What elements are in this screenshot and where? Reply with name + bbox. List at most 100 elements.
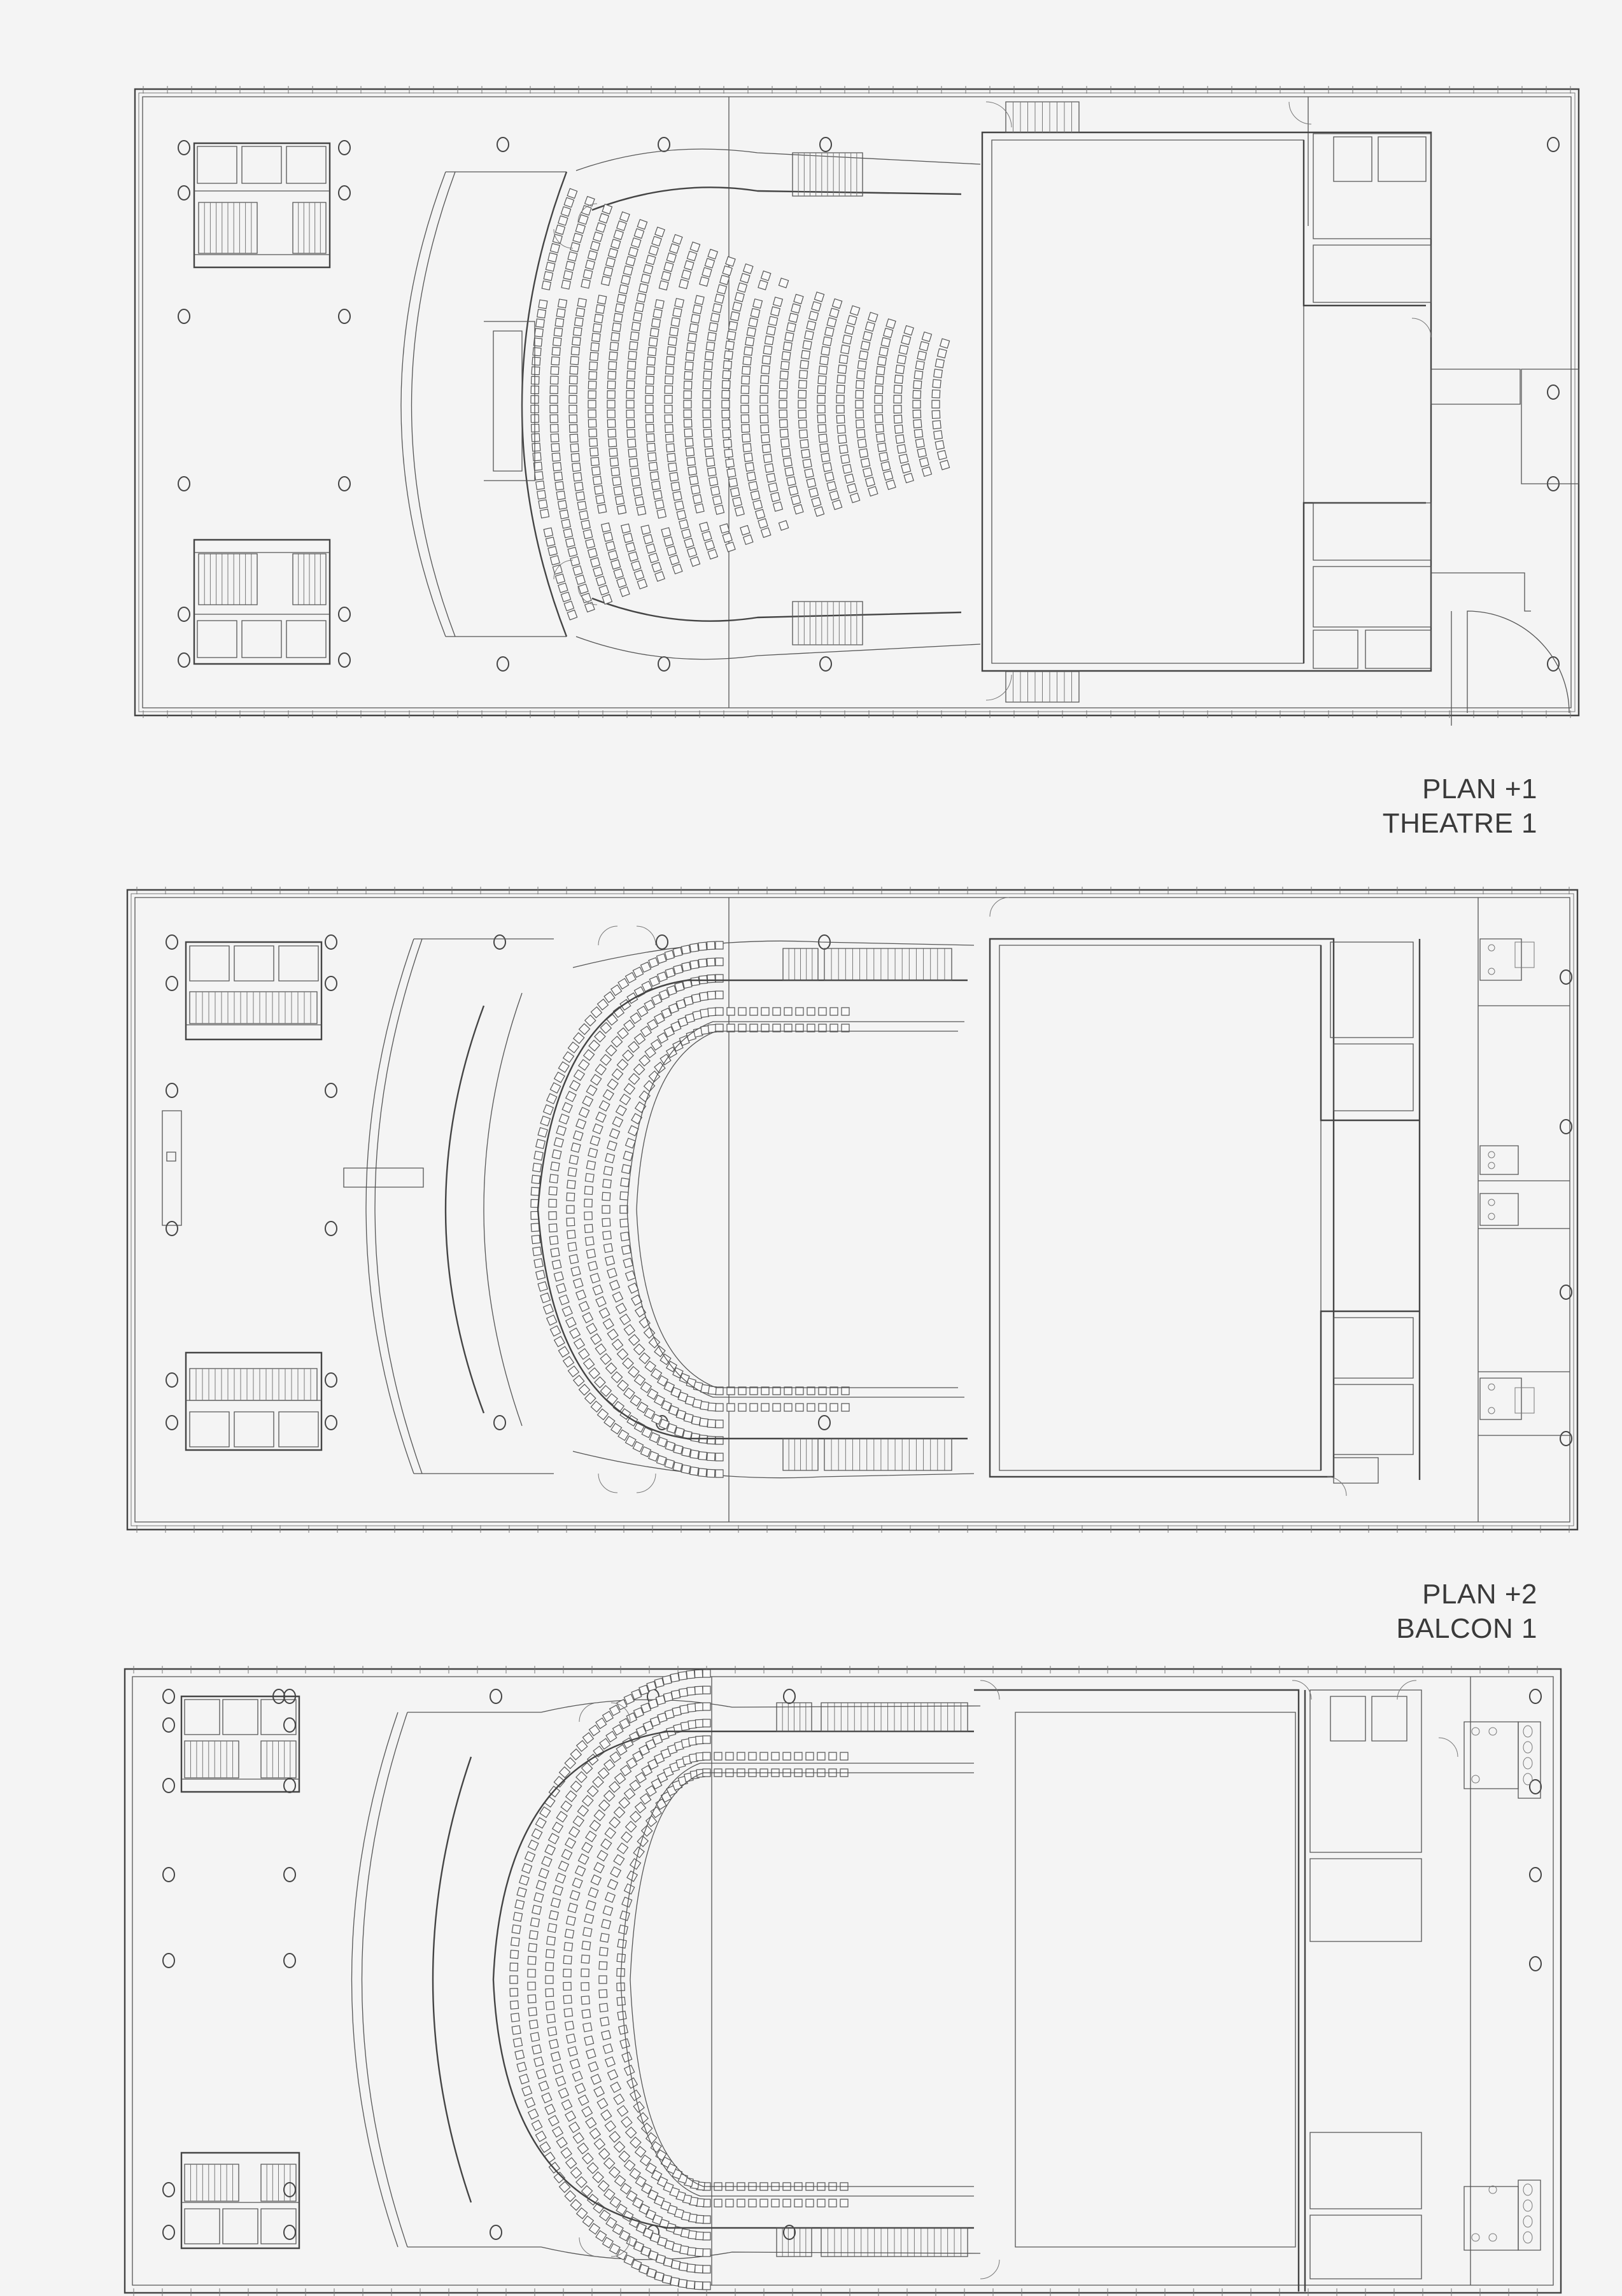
column-icon bbox=[163, 2183, 174, 2197]
toilet-blocks bbox=[1464, 1722, 1541, 2250]
column-icon bbox=[325, 1222, 337, 1236]
column-icon bbox=[163, 1689, 174, 1703]
curtain-wall-mullions bbox=[143, 86, 1570, 718]
column-icon bbox=[166, 1416, 178, 1430]
stair-elevator-core-top-left bbox=[186, 942, 321, 1039]
column-icon bbox=[1560, 1120, 1572, 1134]
column-icon bbox=[178, 141, 190, 155]
floor-plan-ground bbox=[0, 0, 1622, 726]
column-icon bbox=[339, 186, 350, 200]
column-icon bbox=[166, 1222, 178, 1236]
column-icon bbox=[658, 657, 670, 671]
column-icon bbox=[1530, 1868, 1541, 1882]
column-icon bbox=[325, 1416, 337, 1430]
column-icon bbox=[1560, 1285, 1572, 1299]
column-icon bbox=[284, 1868, 295, 1882]
column-icon bbox=[166, 1083, 178, 1097]
loading-door bbox=[1467, 611, 1569, 713]
column-icon bbox=[820, 657, 831, 671]
plan-label-theatre-1: PLAN +1 THEATRE 1 bbox=[1383, 772, 1537, 841]
column-icon bbox=[166, 935, 178, 949]
curtain-wall-mullions bbox=[137, 887, 1569, 1533]
column-icon bbox=[178, 309, 190, 323]
stair-elevator-core-bottom-left bbox=[194, 540, 330, 664]
side-stairs bbox=[783, 948, 952, 1470]
column-icon bbox=[1560, 970, 1572, 984]
column-icon bbox=[284, 1954, 295, 1968]
stair-elevator-core-top-left bbox=[181, 1696, 299, 1792]
column-icon bbox=[284, 1778, 295, 1792]
column-icon bbox=[163, 1778, 174, 1792]
backstage-rooms bbox=[1313, 134, 1579, 726]
column-icon bbox=[784, 1689, 795, 1703]
stair-elevator-core-bottom-left bbox=[181, 2153, 299, 2248]
column-icon bbox=[784, 2225, 795, 2239]
column-icon bbox=[658, 137, 670, 151]
side-stairs bbox=[793, 153, 863, 645]
column-icon bbox=[325, 935, 337, 949]
door-swings bbox=[554, 102, 1431, 700]
column-icon bbox=[494, 935, 505, 949]
structural-columns bbox=[166, 935, 1572, 1446]
horseshoe-balcony-seating bbox=[510, 1670, 848, 2290]
structural-columns bbox=[178, 137, 1559, 671]
column-icon bbox=[1530, 1957, 1541, 1971]
bar-counter bbox=[162, 1111, 181, 1225]
column-icon bbox=[490, 2225, 502, 2239]
column-icon bbox=[1530, 1689, 1541, 1703]
perimeter-wall bbox=[127, 890, 1577, 1530]
side-stairs bbox=[777, 1703, 968, 2257]
column-icon bbox=[273, 1689, 285, 1703]
stage-box bbox=[974, 1690, 1305, 2292]
column-icon bbox=[339, 477, 350, 491]
stage-box bbox=[982, 102, 1431, 702]
foyer-curved-wall bbox=[352, 1700, 981, 2260]
column-icon bbox=[163, 2225, 174, 2239]
column-icon bbox=[178, 653, 190, 667]
column-icon bbox=[325, 976, 337, 990]
perimeter-wall bbox=[125, 1669, 1561, 2293]
column-icon bbox=[284, 2225, 295, 2239]
plan-label-balcon-1: PLAN +2 BALCON 1 bbox=[1396, 1577, 1537, 1646]
column-icon bbox=[820, 137, 831, 151]
plan-title-label: THEATRE 1 bbox=[1382, 808, 1537, 839]
column-icon bbox=[339, 653, 350, 667]
column-icon bbox=[1548, 385, 1559, 399]
curtain-wall-mullions bbox=[134, 1666, 1537, 2296]
column-icon bbox=[325, 1083, 337, 1097]
stalls-seating bbox=[531, 188, 950, 620]
column-icon bbox=[490, 1689, 502, 1703]
column-icon bbox=[1530, 1780, 1541, 1794]
column-icon bbox=[819, 1416, 830, 1430]
column-icon bbox=[339, 607, 350, 621]
plan-level-label: PLAN +2 bbox=[1422, 1579, 1537, 1610]
dressing-rooms bbox=[1478, 939, 1570, 1435]
column-icon bbox=[339, 141, 350, 155]
column-icon bbox=[339, 309, 350, 323]
backstage-rooms bbox=[1330, 942, 1413, 1483]
floor-plan-balcon-1 bbox=[0, 1661, 1622, 2296]
structural-columns bbox=[163, 1689, 1541, 2239]
floor-plan-theatre-1 bbox=[0, 878, 1622, 1534]
plan-level-label: PLAN +1 bbox=[1422, 773, 1537, 805]
column-icon bbox=[166, 1373, 178, 1387]
stage-box bbox=[990, 939, 1420, 1480]
horseshoe-balcony-seating bbox=[531, 941, 849, 1477]
column-icon bbox=[163, 1718, 174, 1732]
column-icon bbox=[166, 976, 178, 990]
column-icon bbox=[1548, 137, 1559, 151]
plan-title-label: BALCON 1 bbox=[1396, 1613, 1537, 1644]
column-icon bbox=[284, 1718, 295, 1732]
column-icon bbox=[284, 2183, 295, 2197]
column-icon bbox=[178, 186, 190, 200]
column-icon bbox=[497, 657, 509, 671]
column-icon bbox=[497, 137, 509, 151]
door-swings bbox=[579, 1680, 1458, 2279]
column-icon bbox=[163, 1868, 174, 1882]
balcony-outline bbox=[493, 1731, 974, 2228]
stair-elevator-core-bottom-left bbox=[186, 1353, 321, 1450]
door-swings bbox=[598, 898, 1346, 1496]
column-icon bbox=[178, 477, 190, 491]
column-icon bbox=[494, 1416, 505, 1430]
